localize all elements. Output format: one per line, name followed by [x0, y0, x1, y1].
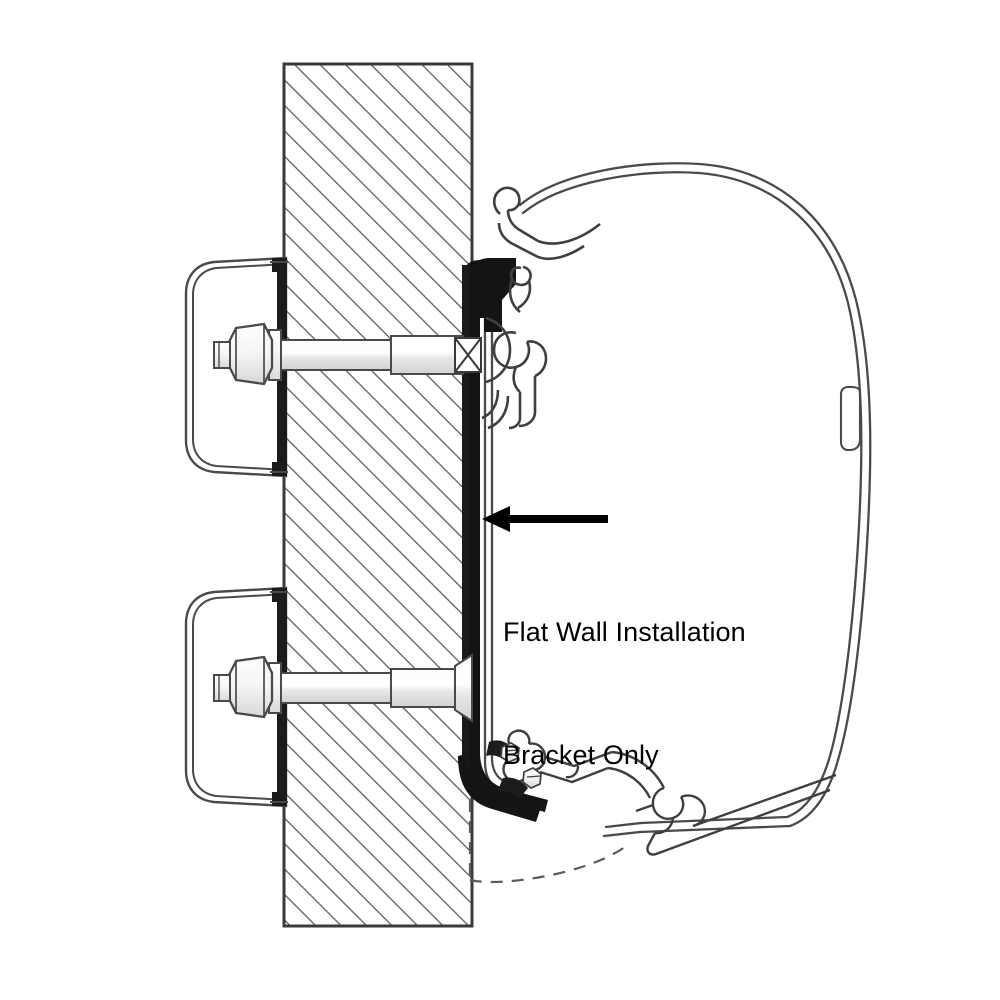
retracted-position-outline [468, 800, 627, 884]
arrow-head-icon [482, 506, 510, 532]
bracket-top-block [466, 258, 516, 332]
lower-fastener-assembly [184, 586, 473, 808]
through-bolt-upper [280, 335, 482, 375]
callout-label-line2: Bracket Only [503, 740, 659, 770]
callout-arrow [482, 506, 608, 532]
callout-label-line1: Flat Wall Installation [503, 617, 746, 647]
awning-case-outline [518, 162, 872, 838]
callout-label: Flat Wall Installation Bracket Only [503, 530, 833, 858]
hex-nut-upper [213, 322, 282, 386]
hinge-screw-detail [500, 742, 542, 789]
wall [282, 62, 474, 928]
awning-top-rail-profile [481, 186, 601, 430]
through-bolt-lower [280, 653, 473, 723]
awning-bottom-rail-profile [502, 729, 837, 856]
hex-nut-lower [213, 655, 282, 719]
upper-fastener-assembly [184, 256, 482, 478]
